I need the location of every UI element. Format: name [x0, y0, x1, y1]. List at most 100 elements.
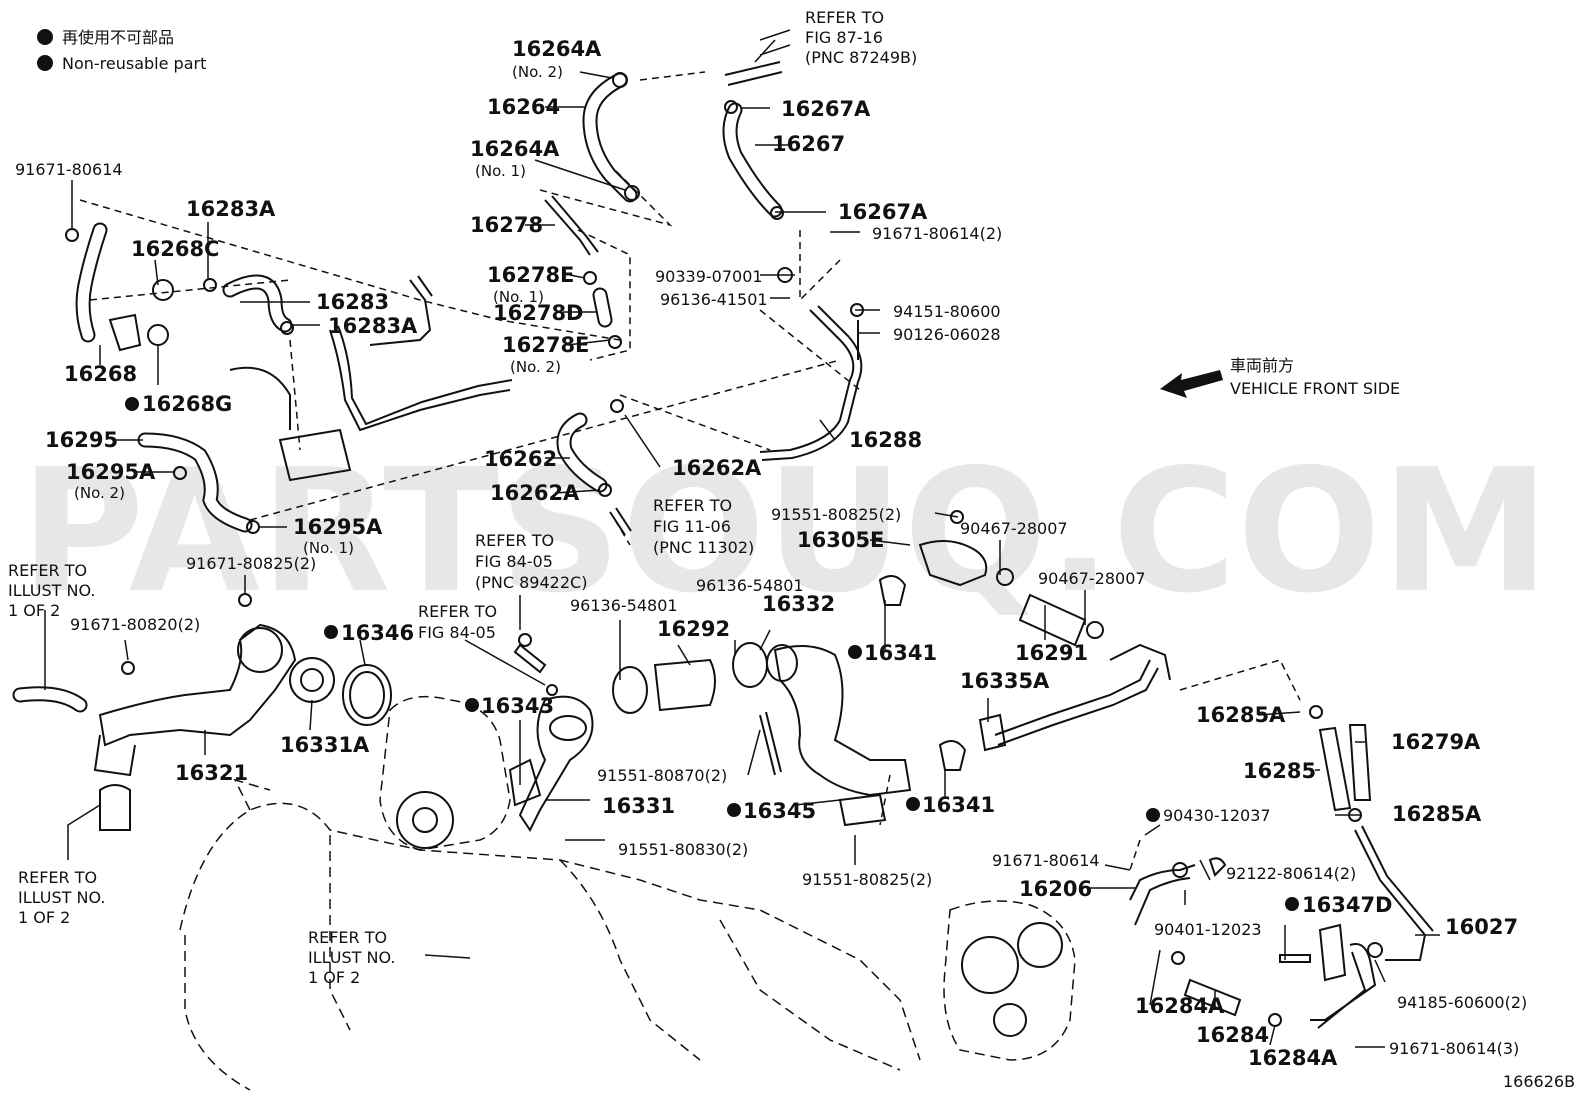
- part-label: 16305E: [797, 528, 884, 552]
- part-label: 16264A: [512, 37, 602, 61]
- ref-note-line: ILLUST NO.: [8, 581, 95, 600]
- non-reusable-dot-icon: [465, 698, 479, 712]
- ref-note-line: 1 OF 2: [308, 968, 360, 987]
- part-label: 16267A: [838, 200, 928, 224]
- part-label: 16345: [743, 799, 816, 823]
- part-label: 16268G: [142, 392, 232, 416]
- part-label: 16292: [657, 617, 730, 641]
- legend-jp: 再使用不可部品: [62, 28, 174, 47]
- part-label: 16331A: [280, 733, 370, 757]
- ref-note-line: REFER TO: [8, 561, 87, 580]
- part-label: 16262A: [490, 481, 580, 505]
- part-label: 90430-12037: [1163, 806, 1271, 825]
- part-label: 91671-80614: [15, 160, 123, 179]
- hose-16332: [759, 644, 912, 827]
- part-label: 16341: [864, 641, 937, 665]
- watermark: PARTSOUQ.COM: [20, 433, 1550, 631]
- part-label: 16331: [602, 794, 675, 818]
- ref-note-line: REFER TO: [805, 8, 884, 27]
- part-label: 16268C: [131, 237, 219, 261]
- ref-note-line: ILLUST NO.: [308, 948, 395, 967]
- part-label: 92122-80614(2): [1226, 864, 1356, 883]
- non-reusable-dot-icon: [125, 397, 139, 411]
- part-label: 16284: [1196, 1023, 1269, 1047]
- part-label: 16347D: [1302, 893, 1393, 917]
- part-label: 16285: [1243, 759, 1316, 783]
- non-reusable-dot-icon: [324, 625, 338, 639]
- part-label: 16278E: [487, 263, 574, 287]
- relation-lines: [79, 71, 1301, 871]
- ref-note-line: (PNC 11302): [653, 538, 754, 557]
- part-sublabel: (No. 2): [74, 484, 125, 502]
- pipe-16335A: [978, 643, 1171, 752]
- part-label: 16268: [64, 362, 137, 386]
- pipe-16206: [1129, 857, 1227, 926]
- leader-lines: [44, 29, 1440, 1048]
- turbo-housing: [943, 900, 1076, 1061]
- part-label: 90339-07001: [655, 267, 763, 286]
- part-labels: 16264A (No. 2) 16264 16264A (No. 1) 1627…: [15, 37, 1527, 1070]
- part-label: 91551-80825(2): [771, 505, 901, 524]
- front-arrow-icon: [1160, 370, 1223, 398]
- water-pump: [379, 695, 511, 851]
- part-label: 16283A: [328, 314, 418, 338]
- pipe-16288: [759, 267, 864, 461]
- part-label: 16264: [487, 95, 560, 119]
- ref-note-line: (PNC 87249B): [805, 48, 917, 67]
- hose-16295: [137, 432, 260, 534]
- front-jp: 車両前方: [1230, 356, 1294, 375]
- hose-16264: [582, 72, 640, 203]
- hose-16267: [722, 61, 784, 220]
- part-label: 96136-54801: [570, 596, 678, 615]
- part-label: 91551-80830(2): [618, 840, 748, 859]
- ref-note-line: FIG 84-05: [418, 623, 496, 642]
- part-label: 16285A: [1196, 703, 1286, 727]
- part-sublabel: (No. 2): [512, 63, 563, 81]
- water-outlet-16331: [508, 633, 594, 832]
- vehicle-front-indicator: 車両前方 VEHICLE FRONT SIDE: [1160, 356, 1400, 398]
- hose-16291: [1018, 593, 1104, 647]
- non-reusable-dot-icon: [1285, 897, 1299, 911]
- ref-note-line: FIG 84-05: [475, 552, 553, 571]
- part-label: 16335A: [960, 669, 1050, 693]
- part-label: 16262A: [672, 456, 762, 480]
- part-label: 16206: [1019, 877, 1092, 901]
- ref-note-line: REFER TO: [308, 928, 387, 947]
- part-label: 94185-60600(2): [1397, 993, 1527, 1012]
- part-label: 16295A: [66, 460, 156, 484]
- water-inlet-16321: [12, 593, 297, 831]
- pipe-16278: [544, 195, 622, 349]
- non-reusable-dot-icon: [906, 797, 920, 811]
- part-label: 16027: [1445, 915, 1518, 939]
- part-label: 16279A: [1391, 730, 1481, 754]
- part-label: 16264A: [470, 137, 560, 161]
- part-label: 91671-80820(2): [70, 615, 200, 634]
- part-label: 16283A: [186, 197, 276, 221]
- non-reusable-dot-icon: [37, 29, 53, 45]
- non-reusable-dot-icon: [1146, 808, 1160, 822]
- part-label: 90126-06028: [893, 325, 1001, 344]
- ref-note-line: 1 OF 2: [18, 908, 70, 927]
- hose-16283: [203, 274, 294, 335]
- part-label: 16284A: [1248, 1046, 1338, 1070]
- part-sublabel: (No. 2): [510, 358, 561, 376]
- ref-note-line: ILLUST NO.: [18, 888, 105, 907]
- front-en: VEHICLE FRONT SIDE: [1230, 379, 1400, 398]
- part-label: 90467-28007: [960, 519, 1068, 538]
- part-label: 16278: [470, 213, 543, 237]
- reference-notes: REFER TO FIG 87-16 (PNC 87249B) REFER TO…: [8, 8, 917, 987]
- non-reusable-dot-icon: [727, 803, 741, 817]
- part-label: 16284A: [1135, 994, 1225, 1018]
- part-sublabel: (No. 1): [303, 539, 354, 557]
- part-label: 16295: [45, 428, 118, 452]
- part-label: 16332: [762, 592, 835, 616]
- part-label: 16267A: [781, 97, 871, 121]
- part-label: 16341: [922, 793, 995, 817]
- part-label: 16291: [1015, 641, 1088, 665]
- ref-note-line: REFER TO: [18, 868, 97, 887]
- part-label: 91671-80825(2): [186, 554, 316, 573]
- part-label: 16295A: [293, 515, 383, 539]
- part-label: 16267: [772, 132, 845, 156]
- legend: 再使用不可部品 Non-reusable part: [37, 28, 206, 73]
